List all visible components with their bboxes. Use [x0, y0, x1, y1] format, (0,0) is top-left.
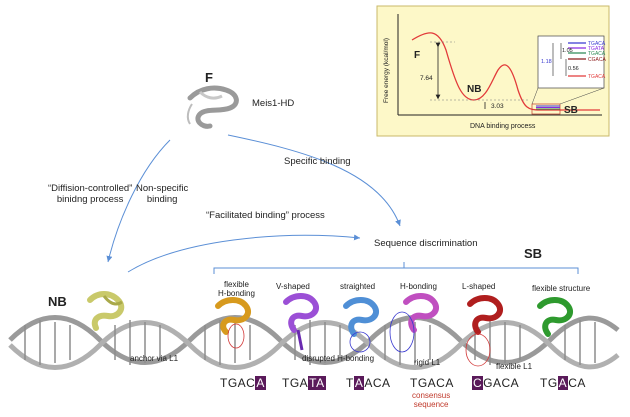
label-NB: NB [48, 294, 67, 309]
label-F: F [205, 70, 213, 85]
sequence-3-highlight: A [353, 376, 365, 390]
sequence-2: TGATA [282, 376, 326, 390]
label-facilitated: “Facilitated binding” process [206, 210, 325, 221]
sequence-1-pre: TGAC [220, 376, 256, 390]
zoom-value-3: 1.18 [541, 59, 552, 65]
inset-y-axis-label: Free energy (kcal/mol) [383, 38, 390, 103]
protein-free-icon [186, 85, 239, 129]
energy-curve [411, 32, 600, 111]
label-meis: Meis1-HD [252, 98, 295, 109]
label-straighted: straighted [340, 282, 376, 291]
inset-state-NB: NB [467, 84, 481, 95]
arrow-facilitated [127, 234, 361, 273]
protein-flexible-structure-icon [537, 297, 574, 337]
sequence-3: TAACA [346, 376, 391, 390]
sequence-4: TGACA [410, 376, 454, 390]
protein-flexible-hbond-icon [215, 297, 252, 349]
inset-gap-NB-SB: 3.03 [491, 103, 504, 110]
inset-state-SB: SB [564, 105, 578, 116]
protein-straighted-icon [343, 297, 380, 353]
label-flexible-hbond: flexible H-bonding [218, 280, 255, 298]
label-diffusion: “Diffision-controlled” binidng process [48, 183, 133, 205]
label-v-shaped: V-shaped [276, 282, 310, 291]
sb-bracket [213, 267, 579, 274]
sequence-6-highlight: A [557, 376, 569, 390]
sequence-5-highlight: C [472, 376, 484, 390]
label-flexible-structure: flexible structure [532, 284, 591, 293]
zoom-value-2: 0.56 [568, 66, 579, 72]
sequence-5: CGACA [472, 376, 519, 390]
label-anchor: anchor via L1 [130, 354, 179, 363]
sequence-6-pre: TG [540, 376, 558, 390]
label-seq-disc: Sequence discrimination [374, 238, 478, 249]
energy-inset: Free energy (kcal/mol) DNA binding proce… [376, 5, 610, 137]
inset-state-F: F [414, 50, 420, 61]
inset-gap-F-NB: 7.64 [420, 75, 433, 82]
sequence-5-post: GACA [483, 376, 520, 390]
sequence-6-post: CA [568, 376, 586, 390]
zoom-value-1: 1.05 [562, 48, 573, 54]
zoom-label-2: TGATA [588, 46, 605, 52]
dna-helix [8, 315, 620, 370]
label-l-shaped: L-shaped [462, 282, 496, 291]
label-rigid: rigid L1 [414, 358, 441, 367]
zoom-label-1: TGACA [588, 41, 606, 47]
label-nonspecific: Non-specific binding [136, 183, 189, 205]
sequence-3-pre: T [346, 376, 354, 390]
protein-v-shaped-icon [283, 293, 320, 351]
inset-x-axis-label: DNA binding process [470, 123, 536, 130]
sequence-6: TGACA [540, 376, 586, 390]
label-specific: Specific binding [284, 156, 351, 167]
zoom-label-4: CGACA [588, 57, 606, 63]
sequence-1-highlight: A [255, 376, 266, 390]
sequence-4-pre: TGACA [410, 376, 454, 390]
zoom-connector-2 [559, 87, 605, 105]
protein-hbonding-icon [389, 293, 440, 353]
zoom-label-3: TGACA [588, 51, 606, 57]
sequence-2-highlight: TA [308, 376, 326, 390]
protein-l-shaped-icon [465, 295, 504, 367]
arrow-specific [227, 134, 401, 227]
label-h-bonding: H-bonding [400, 282, 437, 291]
label-disrupted: disrupted H-bonding [302, 354, 375, 363]
sequence-2-pre: TGA [282, 376, 309, 390]
sequence-3-post: ACA [364, 376, 391, 390]
sequence-1: TGACA [220, 376, 266, 390]
zoom-panel [537, 35, 605, 89]
label-SB: SB [524, 246, 543, 261]
protein-nb-icon [87, 291, 125, 331]
arrow-diffusion [106, 139, 171, 263]
label-consensus: consensus sequence [412, 391, 451, 409]
label-flexible-l1: flexible L1 [496, 362, 533, 371]
zoom-label-5: TGACA [588, 74, 606, 80]
zoom-connector-1 [531, 87, 539, 105]
